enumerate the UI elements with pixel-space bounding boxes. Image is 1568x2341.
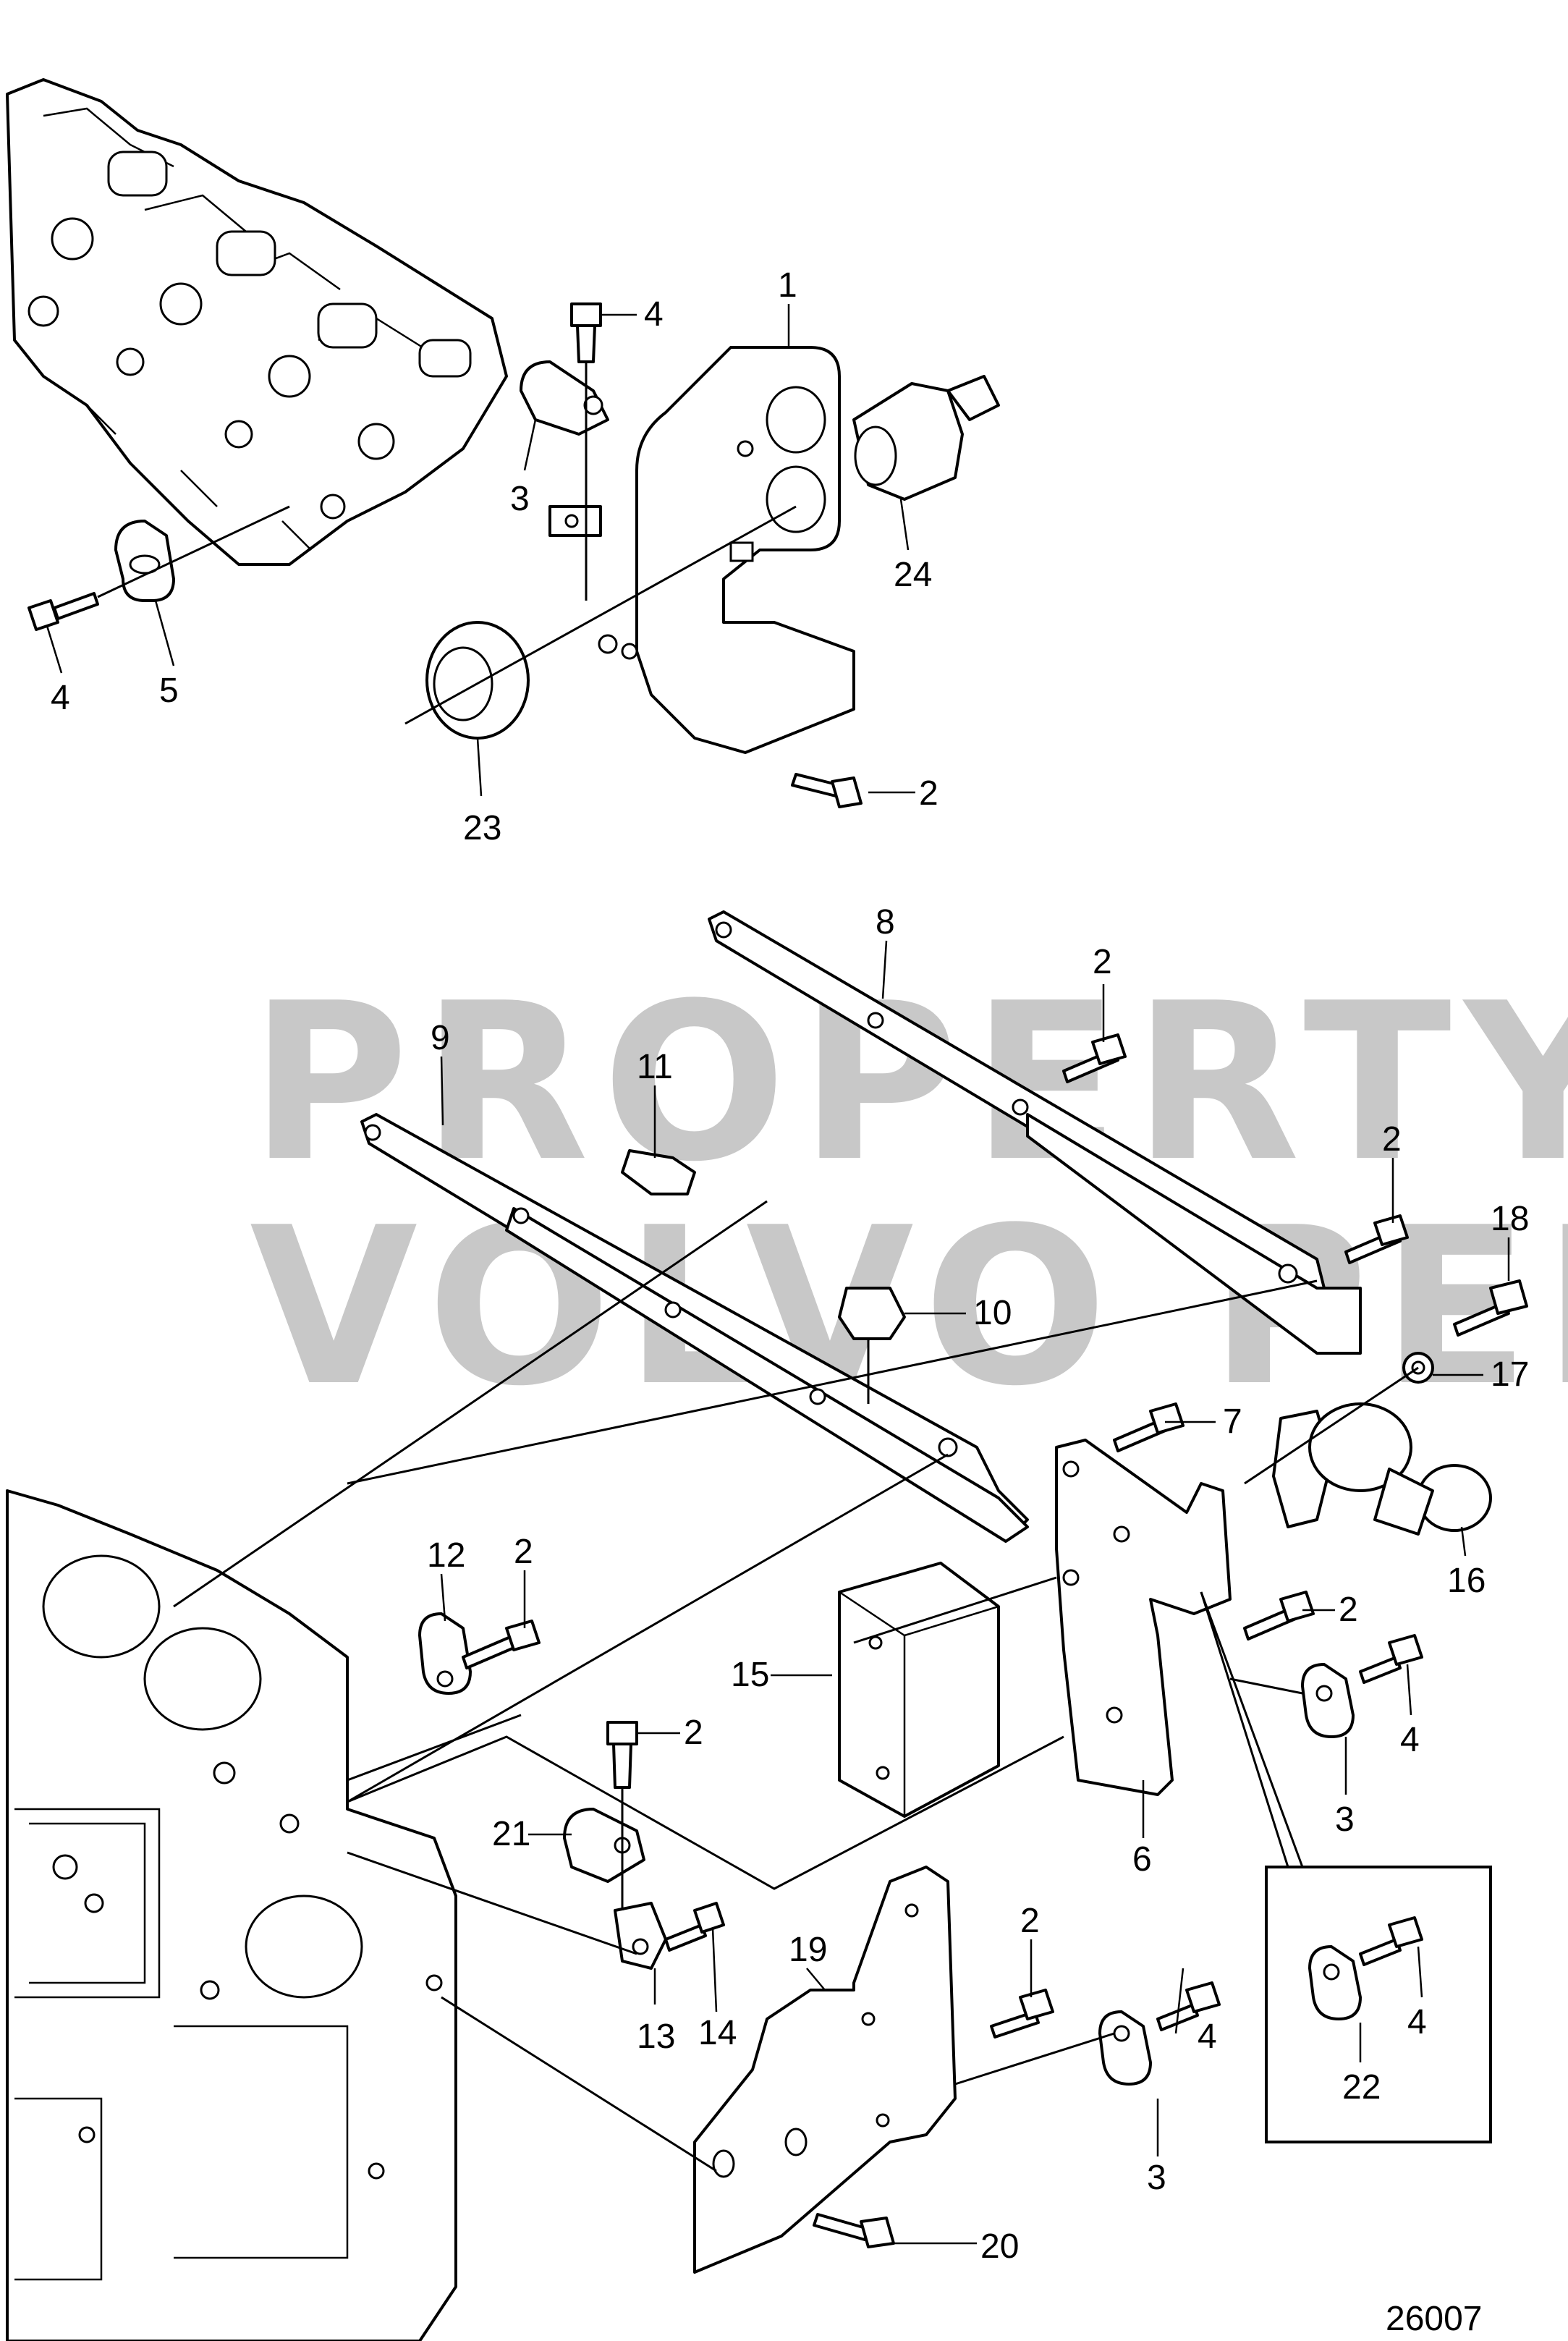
callout-15: 15 <box>731 1656 769 1694</box>
clamp-part-21 <box>563 1808 645 1883</box>
callout-23: 23 <box>463 809 501 847</box>
bolt-part-18 <box>1453 1279 1528 1337</box>
sensor-part-16 <box>1272 1402 1492 1536</box>
rail-part-8 <box>708 910 1362 1355</box>
bracket-part-13 <box>614 1902 667 1970</box>
callout-3-bottom: 3 <box>1147 2159 1166 2197</box>
callout-12: 12 <box>427 1536 465 1575</box>
callout-6: 6 <box>1132 1840 1152 1879</box>
bolt-part-2-mid-2 <box>1344 1214 1409 1264</box>
callout-4-bottom: 4 <box>1198 2018 1217 2056</box>
callout-7: 7 <box>1223 1402 1242 1441</box>
callout-14: 14 <box>698 2014 737 2052</box>
engine-block <box>6 1489 457 2341</box>
cover-part-15 <box>838 1562 1000 1818</box>
callout-3-right: 3 <box>1335 1800 1355 1839</box>
bolt-part-2-top <box>791 773 863 808</box>
callout-22: 22 <box>1342 2068 1381 2107</box>
rail-part-9 <box>360 1113 1029 1543</box>
callout-2-left: 2 <box>514 1533 533 1571</box>
bolt-part-4-left <box>27 505 290 631</box>
callout-19: 19 <box>789 1931 827 1969</box>
figure-number: 26007 <box>1386 2300 1482 2338</box>
callout-4-inset: 4 <box>1407 2003 1427 2041</box>
callout-leaders <box>46 304 1510 2245</box>
bracket-part-19 <box>693 1866 957 2274</box>
callout-13: 13 <box>637 2018 675 2056</box>
callout-18: 18 <box>1491 1200 1529 1238</box>
callout-4-top: 4 <box>644 295 664 334</box>
callout-2-vertical: 2 <box>684 1714 703 1752</box>
bracket-part-6 <box>1055 1439 1232 1796</box>
callout-16: 16 <box>1447 1562 1486 1600</box>
callout-3-top: 3 <box>510 480 530 518</box>
callout-10: 10 <box>973 1294 1012 1332</box>
callout-2-bottom: 2 <box>1020 1902 1040 1940</box>
callout-labels: 1 2 2 2 2 2 2 2 3 3 3 4 4 4 4 4 5 6 7 8 … <box>51 266 1529 2266</box>
callout-17: 17 <box>1491 1355 1529 1394</box>
bolt-part-20 <box>813 2213 895 2248</box>
watermark-line-2: VOLVO PENTA <box>250 1181 1568 1434</box>
callout-4-left: 4 <box>51 679 70 717</box>
bolt-part-2-mid-1 <box>1062 1033 1127 1083</box>
callout-1: 1 <box>778 266 797 305</box>
connector-part-24 <box>852 375 1000 501</box>
clamp-part-3-right <box>1301 1663 1355 1738</box>
callout-2-rail: 2 <box>1093 943 1112 981</box>
callout-21: 21 <box>492 1815 530 1853</box>
callout-2-top: 2 <box>919 774 938 813</box>
bolt-part-2-left <box>462 1620 541 1669</box>
bolt-part-4-top <box>570 302 602 601</box>
bolt-part-14 <box>664 1902 725 1952</box>
bolt-part-4-bottom <box>1156 1981 1221 2031</box>
bolt-part-2-vertical <box>606 1721 638 1789</box>
clamp-part-3-bottom <box>1098 2010 1152 2086</box>
callout-2-rail-right: 2 <box>1382 1120 1402 1159</box>
callout-20: 20 <box>980 2227 1019 2266</box>
ring-part-23 <box>404 505 797 740</box>
callout-5: 5 <box>159 672 179 710</box>
clip-part-11 <box>621 1149 696 1195</box>
callout-2-bracket: 2 <box>1339 1591 1358 1629</box>
bolt-part-2-bottom <box>990 1989 1054 2039</box>
bolt-part-2-mid-3 <box>1243 1591 1315 1641</box>
callout-4-right: 4 <box>1400 1721 1420 1759</box>
detail-inset <box>1200 1591 1492 2143</box>
callout-24: 24 <box>894 556 932 594</box>
clamp-part-12 <box>418 1612 472 1695</box>
callout-11: 11 <box>637 1048 673 1086</box>
bolt-part-4-right <box>1359 1634 1423 1684</box>
callout-8: 8 <box>876 903 895 941</box>
leader-lines <box>173 1200 1419 2172</box>
bolt-part-7 <box>1113 1402 1185 1452</box>
clip-part-10 <box>838 1287 906 1404</box>
callout-9: 9 <box>431 1019 450 1057</box>
cylinder-head <box>6 78 508 566</box>
clamp-part-5 <box>114 520 175 602</box>
